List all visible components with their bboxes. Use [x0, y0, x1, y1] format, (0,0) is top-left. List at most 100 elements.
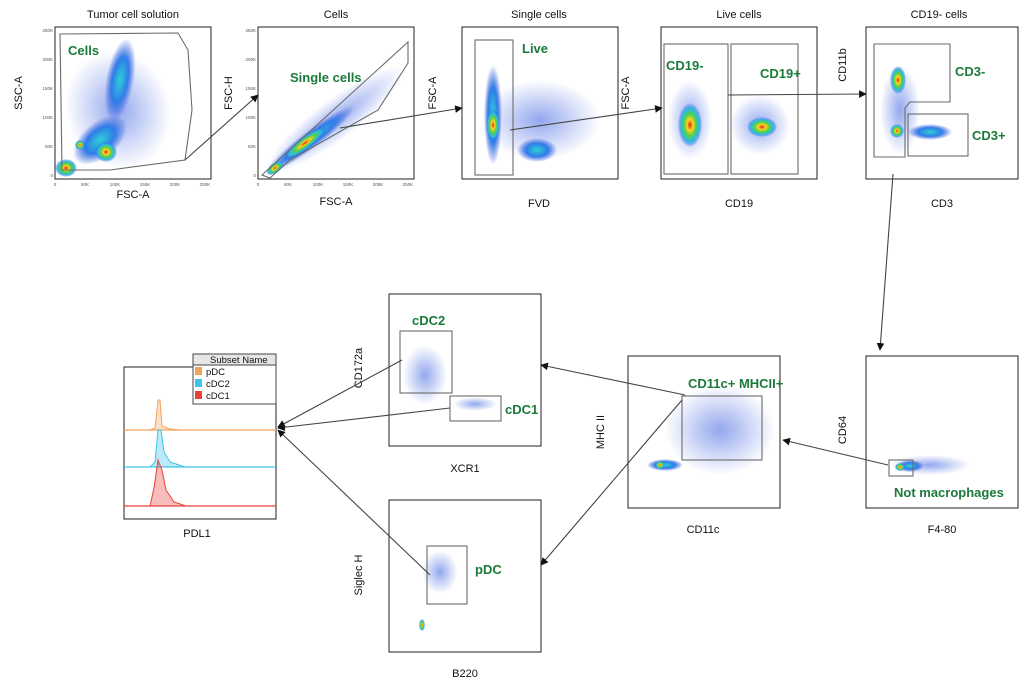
panel-macrophage-gate: Not macrophages F4-80 CD64	[837, 355, 1019, 536]
arrow-pdc-to-histogram	[277, 429, 431, 576]
density-cloud	[403, 345, 497, 411]
legend-swatch-cdc1	[195, 391, 202, 399]
gate-cd19-positive	[730, 43, 799, 175]
gate-cd11c-mhcii	[681, 395, 763, 461]
histogram-track-cdc2	[124, 429, 276, 468]
gate-label-pdc: pDC	[475, 562, 502, 577]
tick-label: 250K	[200, 182, 211, 187]
density-cloud	[419, 550, 458, 631]
density-cloud	[880, 65, 952, 155]
tick-label: 100K	[313, 182, 324, 187]
arrow-to-cdc-split	[540, 362, 686, 396]
arrow-cdc2-to-histogram	[277, 359, 403, 428]
tick-label: 200K	[42, 57, 53, 62]
tick-label: 200K	[170, 182, 181, 187]
tick-label: 100K	[245, 115, 256, 120]
legend-label-pdc: pDC	[206, 367, 225, 378]
tick-label: 50K	[248, 144, 256, 149]
x-axis-label: FSC-A	[117, 189, 151, 201]
density-cloud	[55, 38, 171, 177]
arrow-to-live-cells	[509, 105, 663, 131]
density-cloud	[647, 385, 775, 475]
gate-cd19-negative	[663, 43, 729, 175]
tick-label: 150K	[140, 182, 151, 187]
axis-tick-labels: 0050K50K100K100K150K150K200K200K250K250K…	[42, 28, 413, 187]
y-axis-label: FSC-A	[620, 76, 632, 110]
panel-title: Single cells	[511, 9, 567, 21]
tick-label: 200K	[373, 182, 384, 187]
arrow-to-cd19-neg	[727, 90, 867, 98]
gate-cdc2	[399, 330, 453, 394]
gate-label-cd19-pos: CD19+	[760, 66, 801, 81]
tick-label: 150K	[245, 86, 256, 91]
y-axis-label: SSC-A	[13, 76, 25, 110]
tick-label: 0	[50, 173, 53, 178]
x-axis-label: B220	[452, 668, 478, 680]
tick-label: 250K	[42, 28, 53, 33]
gate-label-cdc1: cDC1	[505, 402, 538, 417]
arrow-to-pdc-gate	[540, 399, 683, 566]
histogram-track-cdc1	[124, 458, 276, 507]
y-axis-label: Siglec H	[353, 554, 365, 595]
panel-pdl1-histogram: PDL1 Subset Name pDC cDC2 cDC1	[123, 353, 277, 540]
density-cloud	[890, 455, 970, 475]
histogram-track-pdc	[124, 399, 276, 431]
x-axis-label: CD3	[931, 198, 953, 210]
x-axis-label: CD19	[725, 198, 753, 210]
tick-label: 250K	[403, 182, 414, 187]
y-axis-label: CD64	[837, 416, 849, 444]
gate-label-cells: Cells	[68, 43, 99, 58]
arrow-to-macrophage-gate	[876, 173, 894, 351]
arrow-cdc1-to-histogram	[277, 407, 451, 432]
panel-title: Cells	[324, 9, 349, 21]
legend-label-cdc1: cDC1	[206, 391, 230, 402]
panel-cd19-neg-cells: CD19- cells CD3- CD3+ CD3 CD11b	[837, 9, 1019, 210]
legend-swatch-cdc2	[195, 379, 202, 387]
gate-label-not-macrophages: Not macrophages	[894, 485, 1004, 500]
x-axis-label: FSC-A	[320, 196, 354, 208]
panel-title: Live cells	[716, 9, 762, 21]
x-axis-label: PDL1	[183, 528, 211, 540]
panel-cells: Cells Single cells FSC-A FSC-H	[223, 9, 415, 208]
gate-label-cd3-pos: CD3+	[972, 128, 1006, 143]
gate-label-cd11c-mhcii: CD11c+ MHCII+	[688, 376, 784, 391]
y-axis-label: CD11b	[837, 48, 849, 81]
tick-label: 0	[257, 182, 260, 187]
gate-label-live: Live	[522, 41, 548, 56]
tick-label: 150K	[42, 86, 53, 91]
gate-pdc	[426, 545, 468, 605]
x-axis-label: CD11c	[687, 524, 720, 536]
tick-label: 100K	[110, 182, 121, 187]
panel-title: Tumor cell solution	[87, 9, 179, 21]
tick-label: 50K	[81, 182, 89, 187]
subset-legend: Subset Name pDC cDC2 cDC1	[192, 353, 277, 405]
tick-label: 0	[253, 173, 256, 178]
tick-label: 0	[54, 182, 57, 187]
legend-swatch-pdc	[195, 367, 202, 375]
density-cloud	[265, 66, 404, 176]
arrow-to-cd11c-mhcii	[782, 437, 889, 466]
gate-label-cdc2: cDC2	[412, 313, 445, 328]
panel-cd11c-mhcii: CD11c+ MHCII+ CD11c MHC II	[595, 355, 784, 536]
tick-label: 100K	[42, 115, 53, 120]
plot-area	[865, 355, 1019, 509]
arrow-cells-to-cells	[184, 94, 259, 161]
x-axis-label: F4-80	[928, 524, 957, 536]
panel-single-cells: Single cells Live FVD FSC-A	[427, 9, 619, 210]
tick-label: 250K	[245, 28, 256, 33]
panel-cdc-split: cDC2 cDC1 XCR1 CD172a	[353, 293, 542, 475]
panel-tumor-cell-solution: Tumor cell solution Cells FSC-A SSC-A	[13, 9, 212, 201]
panel-pdc-gate: pDC B220 Siglec H	[353, 499, 542, 680]
x-axis-label: XCR1	[450, 463, 479, 475]
y-axis-label: FSC-H	[223, 76, 235, 110]
tick-label: 50K	[284, 182, 292, 187]
tick-label: 200K	[245, 57, 256, 62]
arrow-to-single-cells	[339, 105, 463, 129]
density-cloud	[668, 80, 790, 160]
gate-not-macrophages	[888, 459, 914, 477]
y-axis-label: MHC II	[595, 415, 607, 449]
legend-label-cdc2: cDC2	[206, 379, 230, 390]
gating-arrows	[184, 90, 894, 576]
plot-area	[388, 499, 542, 653]
